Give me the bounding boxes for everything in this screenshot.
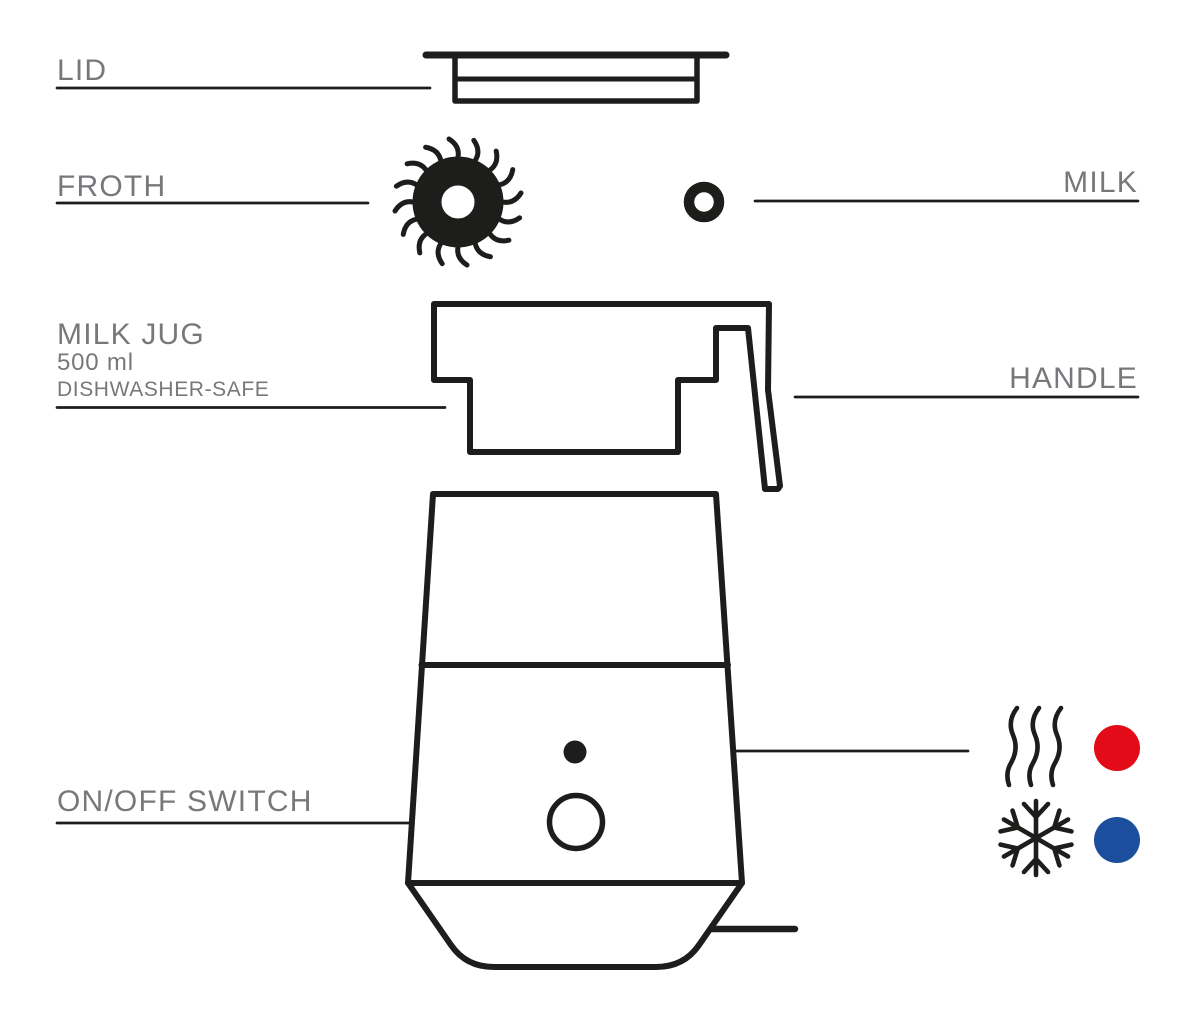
lid-icon — [422, 51, 730, 104]
froth-label: FROTH — [57, 170, 167, 203]
milk-label: MILK — [1063, 166, 1138, 199]
milk-jug-icon — [431, 301, 783, 492]
on-off-button-icon — [546, 792, 606, 852]
hot-indicator-dot — [1094, 725, 1140, 771]
milk-jug-capacity-label: 500 ml — [57, 349, 134, 376]
steam-icon — [1005, 705, 1064, 788]
lid-label: LID — [57, 54, 108, 87]
cold-indicator-dot — [1094, 817, 1140, 863]
on-off-switch-label: ON/OFF SWITCH — [57, 785, 313, 818]
froth-whisk-icon — [395, 139, 521, 265]
base-icon — [405, 880, 745, 970]
milk-jug-dishwasher-label: DISHWASHER-SAFE — [57, 378, 270, 401]
milk-ring-icon — [683, 181, 725, 223]
snowflake-icon — [998, 801, 1074, 875]
status-dot-icon — [563, 740, 587, 764]
milk-jug-label: MILK JUG — [57, 318, 205, 351]
handle-label: HANDLE — [1009, 362, 1138, 395]
